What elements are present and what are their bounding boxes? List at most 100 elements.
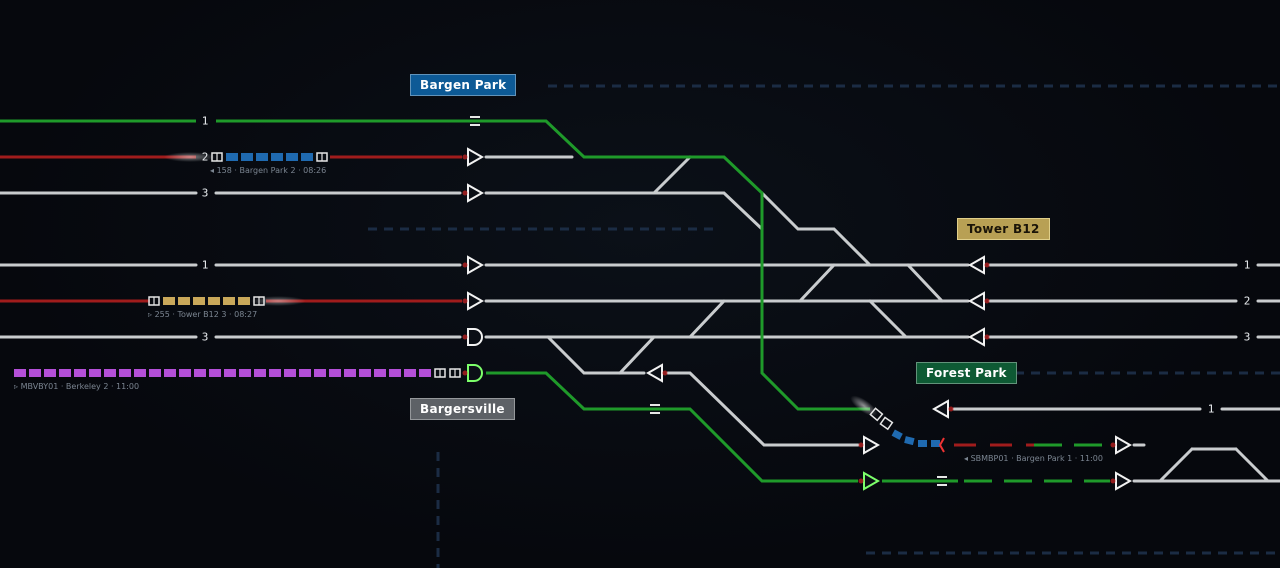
track-num-left-4: 1	[201, 258, 209, 272]
signal-lamp	[1110, 442, 1116, 448]
track-num-right-2: 2	[1243, 294, 1251, 308]
train-info-text: SBMBP01 · Bargen Park 1 · 11:00	[970, 454, 1103, 463]
signal-lamp	[462, 298, 468, 304]
train-car[interactable]	[29, 369, 41, 377]
track-num-right-1: 1	[1243, 258, 1251, 272]
train-car[interactable]	[299, 369, 311, 377]
train-car[interactable]	[164, 369, 176, 377]
train-car[interactable]	[359, 369, 371, 377]
train-car[interactable]	[239, 369, 251, 377]
train-car[interactable]	[271, 153, 283, 161]
signal-lamp	[662, 370, 668, 376]
train-info-sbmbp01: ◂ SBMBP01 · Bargen Park 1 · 11:00	[964, 454, 1103, 463]
train-info-text: MBVBY01 · Berkeley 2 · 11:00	[20, 382, 140, 391]
train-car[interactable]	[119, 369, 131, 377]
track-num-left-5: 3	[201, 330, 209, 344]
train-info-text: 158 · Bargen Park 2 · 08:26	[216, 166, 327, 175]
train-car[interactable]	[134, 369, 146, 377]
train-car[interactable]	[256, 153, 268, 161]
train-car[interactable]	[224, 369, 236, 377]
train-car[interactable]	[241, 153, 253, 161]
train-info-255: ▹ 255 · Tower B12 3 · 08:27	[148, 310, 258, 319]
track-num-left-1: 1	[201, 114, 209, 128]
train-car[interactable]	[226, 153, 238, 161]
track-num-right-3: 3	[1243, 330, 1251, 344]
signal-lamp	[984, 262, 990, 268]
train-car[interactable]	[209, 369, 221, 377]
signal-icon[interactable]	[467, 328, 483, 346]
signal-icon[interactable]	[467, 147, 485, 167]
train-mbvby01[interactable]	[14, 368, 461, 378]
signal-lamp	[462, 262, 468, 268]
signal-icon[interactable]	[467, 291, 485, 311]
train-car[interactable]	[254, 369, 266, 377]
train-info-text: 255 · Tower B12 3 · 08:27	[154, 310, 258, 319]
train-car[interactable]	[163, 297, 175, 305]
train-car[interactable]	[194, 369, 206, 377]
track-num-forest-park: 1	[1207, 402, 1215, 416]
signal-lamp	[462, 190, 468, 196]
train-car[interactable]	[59, 369, 71, 377]
signal-icon[interactable]	[863, 471, 881, 491]
train-info-158: ◂ 158 · Bargen Park 2 · 08:26	[210, 166, 327, 175]
train-car[interactable]	[193, 297, 205, 305]
train-car[interactable]	[14, 369, 26, 377]
signal-icon[interactable]	[967, 291, 985, 311]
signal-icon[interactable]	[1115, 435, 1133, 455]
signal-icon[interactable]	[967, 255, 985, 275]
train-car[interactable]	[419, 369, 431, 377]
signal-lamp	[984, 298, 990, 304]
active-routes[interactable]	[0, 119, 1110, 483]
train-car[interactable]	[74, 369, 86, 377]
train-car[interactable]	[89, 369, 101, 377]
signal-icon[interactable]	[1115, 471, 1133, 491]
train-car[interactable]	[269, 369, 281, 377]
station-label-bargen-park[interactable]: Bargen Park	[410, 74, 517, 96]
track-num-left-3: 3	[201, 186, 209, 200]
train-car[interactable]	[314, 369, 326, 377]
station-label-forest-park[interactable]: Forest Park	[916, 362, 1017, 384]
signal-triangle-icon[interactable]	[462, 147, 1133, 491]
signal-lamp	[462, 370, 468, 376]
train-car[interactable]	[286, 153, 298, 161]
buffer-stop-icon	[470, 116, 947, 486]
signal-lamp	[858, 442, 864, 448]
train-info-mbvby01: ▹ MBVBY01 · Berkeley 2 · 11:00	[14, 382, 140, 391]
signal-icon[interactable]	[467, 183, 485, 203]
train-car[interactable]	[208, 297, 220, 305]
train-car[interactable]	[179, 369, 191, 377]
train-car[interactable]	[104, 369, 116, 377]
signal-lamp	[858, 478, 864, 484]
signal-icon[interactable]	[863, 435, 881, 455]
train-car[interactable]	[44, 369, 56, 377]
signal-icon[interactable]	[467, 364, 483, 382]
signal-icon[interactable]	[967, 327, 985, 347]
train-car[interactable]	[178, 297, 190, 305]
train-car[interactable]	[223, 297, 235, 305]
train-car[interactable]	[149, 369, 161, 377]
guide-lines	[368, 84, 1280, 568]
train-car[interactable]	[284, 369, 296, 377]
train-car[interactable]	[374, 369, 386, 377]
train-car[interactable]	[329, 369, 341, 377]
train-car[interactable]	[301, 153, 313, 161]
signal-lamp	[462, 154, 468, 160]
train-car[interactable]	[238, 297, 250, 305]
signal-lamp	[1110, 478, 1116, 484]
signal-icon[interactable]	[467, 255, 485, 275]
idle-tracks[interactable]	[0, 155, 1280, 483]
train-158[interactable]	[164, 152, 328, 162]
signal-icon[interactable]	[931, 399, 949, 419]
station-label-bargersville[interactable]: Bargersville	[410, 398, 515, 420]
signal-lamp	[948, 406, 954, 412]
signal-icon[interactable]	[645, 363, 663, 383]
train-sbmbp01[interactable]	[847, 392, 945, 453]
station-label-tower-b12[interactable]: Tower B12	[957, 218, 1050, 240]
train-car[interactable]	[344, 369, 356, 377]
train-car[interactable]	[389, 369, 401, 377]
train-255[interactable]	[148, 296, 306, 306]
train-car[interactable]	[404, 369, 416, 377]
track-num-left-2: 2	[201, 150, 209, 164]
